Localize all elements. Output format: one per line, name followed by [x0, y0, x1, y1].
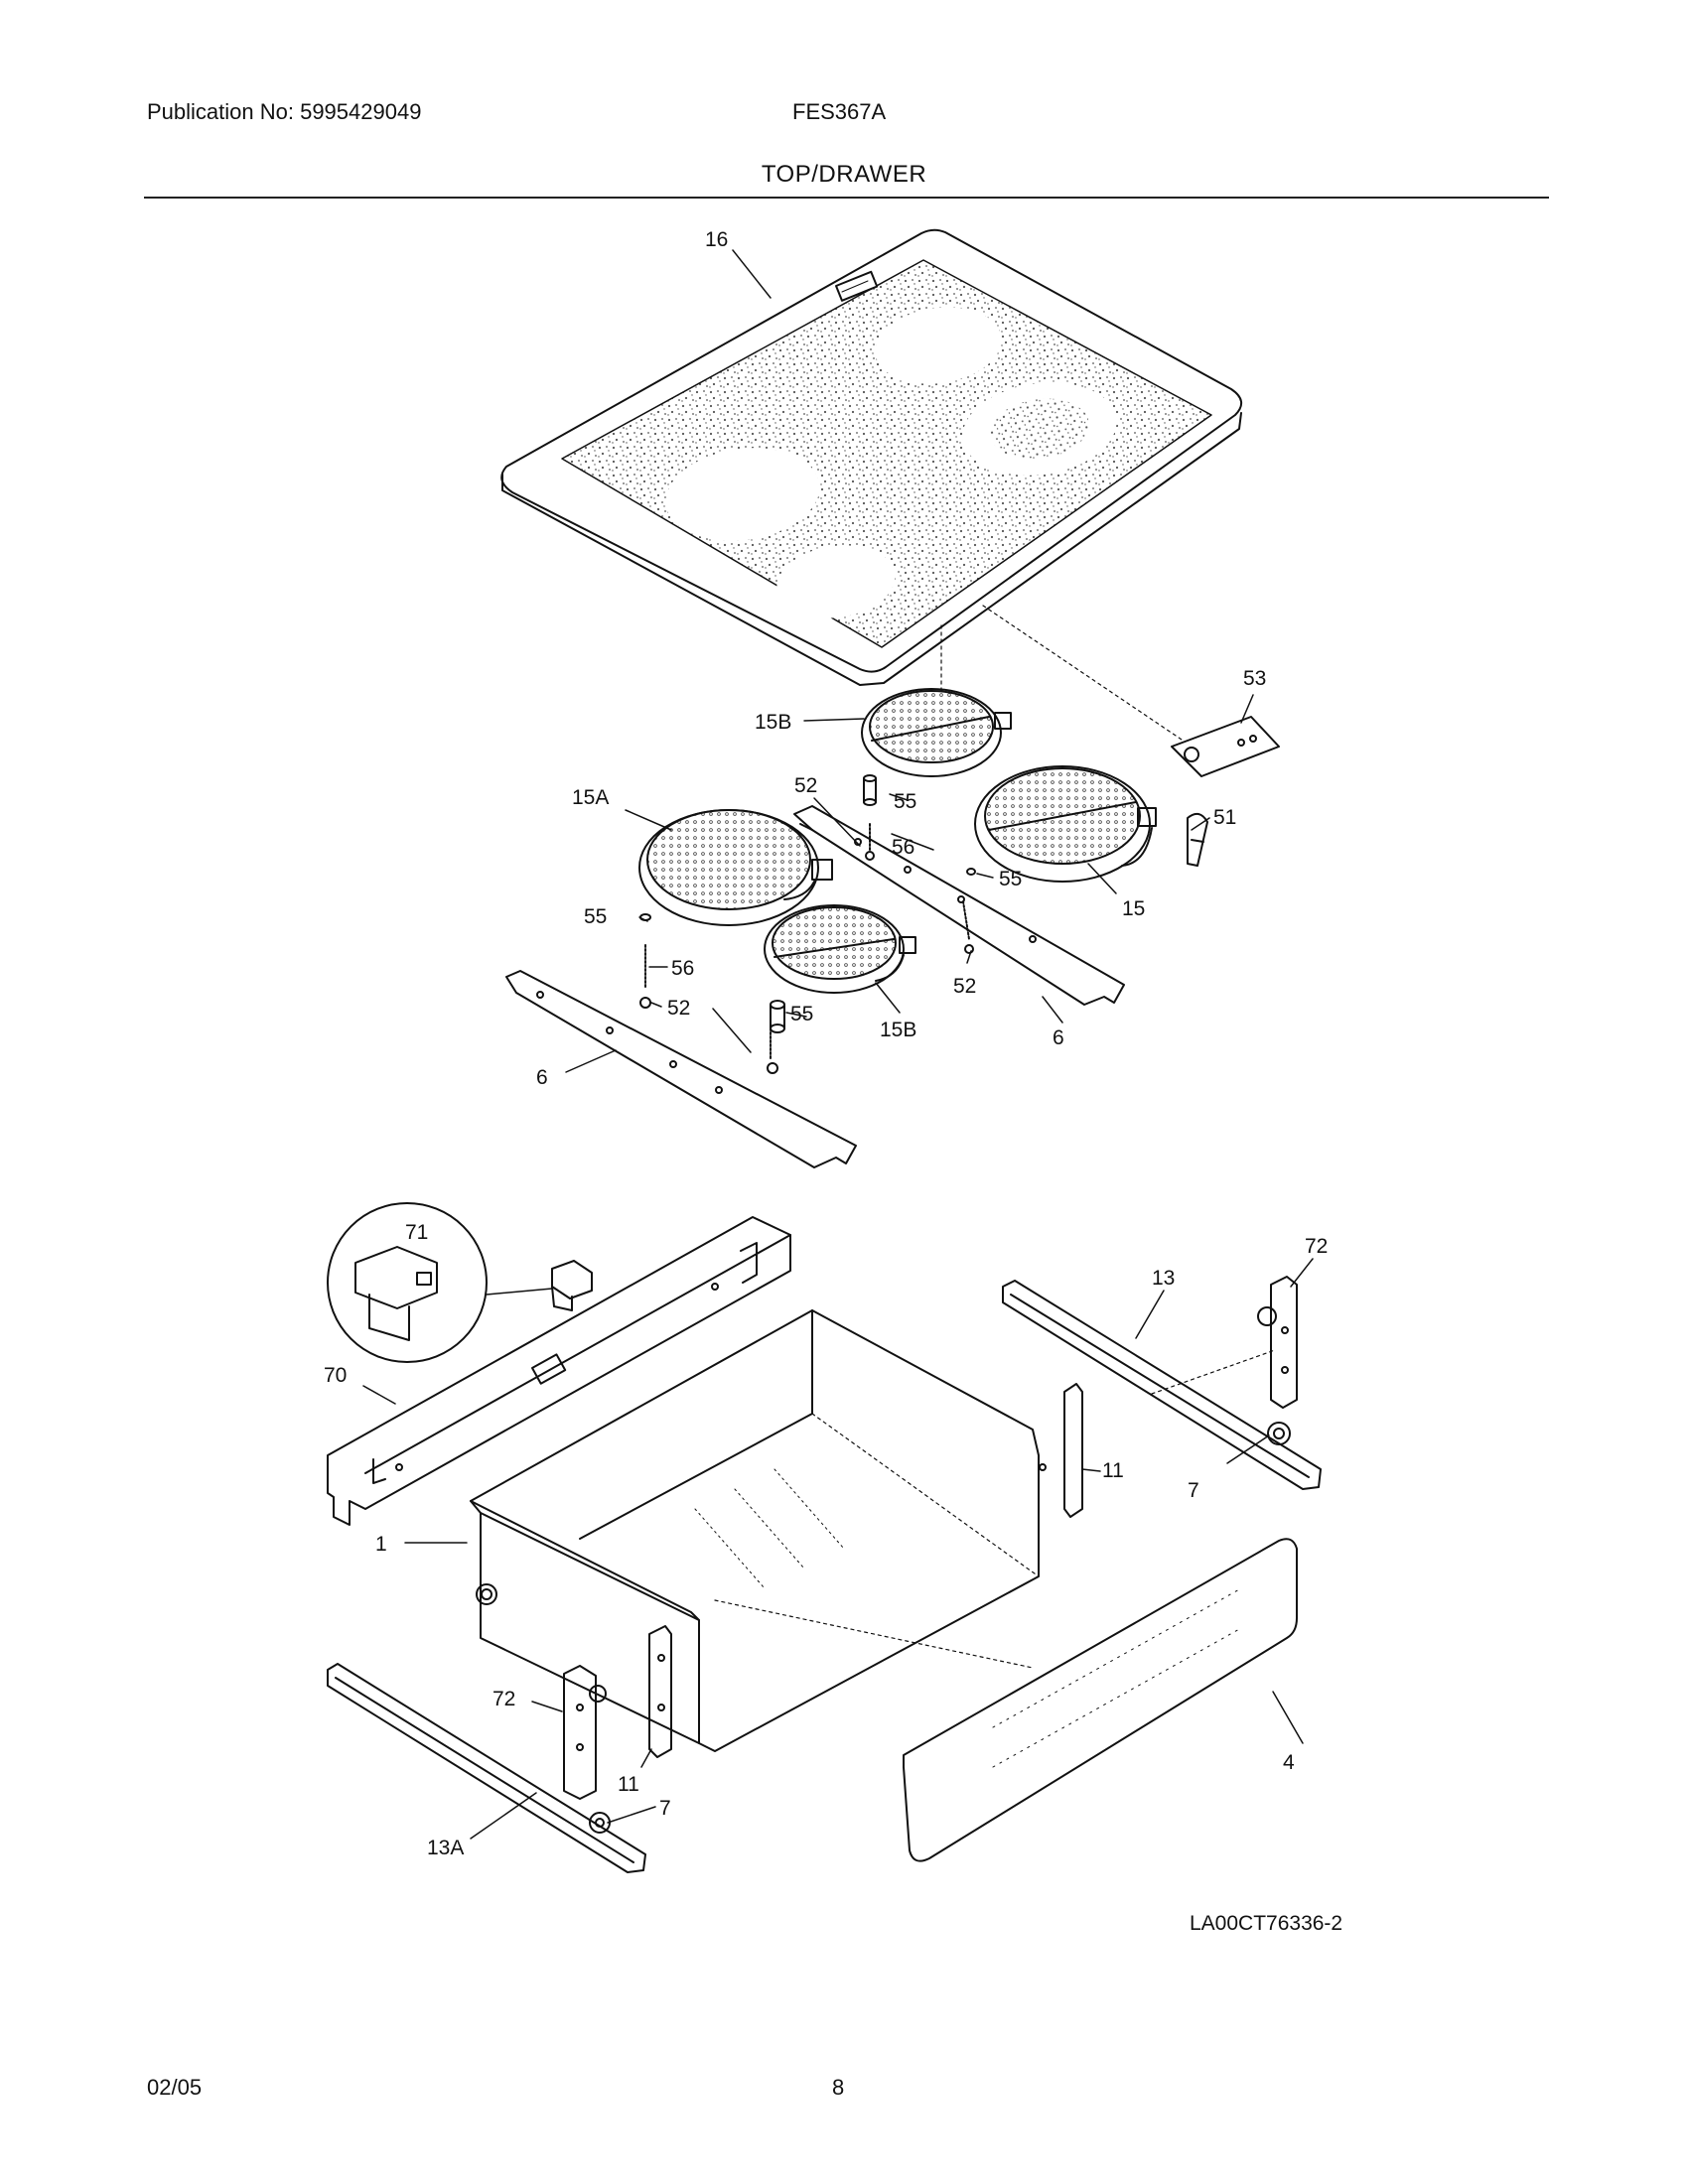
limiter-switch-51	[1187, 812, 1208, 867]
callout-15B-bottom: 15B	[880, 1019, 916, 1041]
callout-6-right: 6	[1053, 1026, 1064, 1049]
callout-7-left: 7	[659, 1797, 671, 1820]
callout-16: 16	[705, 228, 728, 251]
hardware-screw-56-low	[767, 1027, 778, 1074]
hardware-spacer-55-top	[863, 774, 877, 806]
detail-inset-71	[327, 1202, 553, 1363]
callout-15B-top: 15B	[755, 711, 791, 734]
model-number: FES367A	[792, 99, 887, 124]
hardware-spacer-55-mid	[966, 868, 976, 876]
callout-52-top: 52	[794, 774, 817, 797]
publication-number: Publication No: 5995429049	[147, 99, 422, 124]
callout-55-c: 55	[584, 905, 607, 928]
drawer-rail-13A	[327, 1663, 646, 1873]
hardware-spacer-55-low	[770, 1000, 785, 1033]
callout-55-b: 55	[999, 868, 1022, 890]
drawer-clip-part	[551, 1260, 593, 1311]
callout-56-top: 56	[892, 836, 914, 859]
callout-11-right: 11	[1102, 1459, 1124, 1482]
callout-52-right: 52	[953, 975, 976, 998]
callout-72-right: 72	[1305, 1235, 1328, 1258]
callout-55-d: 55	[790, 1003, 813, 1025]
drawer-slide-bracket-11-left	[648, 1625, 672, 1758]
callout-55-a: 55	[894, 790, 916, 813]
cooktop-glass-part	[500, 228, 1242, 686]
hardware-screw-56-right	[962, 900, 974, 954]
drawer-bracket-72-left	[563, 1665, 607, 1800]
callout-4: 4	[1283, 1751, 1295, 1774]
callout-7-right: 7	[1188, 1479, 1199, 1502]
header-rule	[144, 197, 1549, 199]
callout-1: 1	[375, 1533, 387, 1556]
hardware-screw-56-top	[865, 823, 875, 861]
callout-56-left: 56	[671, 957, 694, 980]
element-support-rail-right	[793, 805, 1125, 1006]
leader-lines	[362, 249, 1314, 1840]
terminal-bracket-53	[1171, 716, 1280, 777]
callout-51: 51	[1213, 806, 1236, 829]
callout-52-left: 52	[667, 997, 690, 1020]
radiant-element-15B-top	[861, 688, 1012, 777]
page-number: 8	[832, 2075, 845, 2100]
callout-13A: 13A	[427, 1837, 464, 1859]
drawer-rear-rail-70	[327, 1216, 791, 1526]
hardware-spacer-55-left	[639, 913, 651, 921]
callout-72-left: 72	[492, 1688, 515, 1710]
drawer-body-1	[470, 1309, 1047, 1752]
section-title: TOP/DRAWER	[761, 161, 927, 188]
radiant-element-15A	[638, 809, 833, 926]
hardware-screw-56-left	[639, 944, 651, 1009]
radiant-element-15	[974, 765, 1157, 883]
radiant-element-15B-bottom	[764, 904, 916, 994]
callout-13: 13	[1152, 1267, 1175, 1290]
drawer-bracket-72-right	[1257, 1276, 1298, 1409]
drawer-rail-13	[1002, 1280, 1322, 1490]
callout-71: 71	[405, 1221, 428, 1244]
publication-date: 02/05	[147, 2075, 203, 2100]
figure-code: LA00CT76336-2	[1190, 1912, 1343, 1935]
callout-15: 15	[1122, 897, 1145, 920]
callout-53: 53	[1243, 667, 1266, 690]
callout-70: 70	[324, 1364, 347, 1387]
callout-11-left: 11	[618, 1773, 639, 1796]
drawer-slide-bracket-11-right	[1063, 1383, 1101, 1518]
callout-6-left: 6	[536, 1066, 548, 1089]
element-support-rail-left	[505, 970, 857, 1168]
drawer-front-panel-4	[903, 1538, 1298, 1862]
callout-15A: 15A	[572, 786, 609, 809]
